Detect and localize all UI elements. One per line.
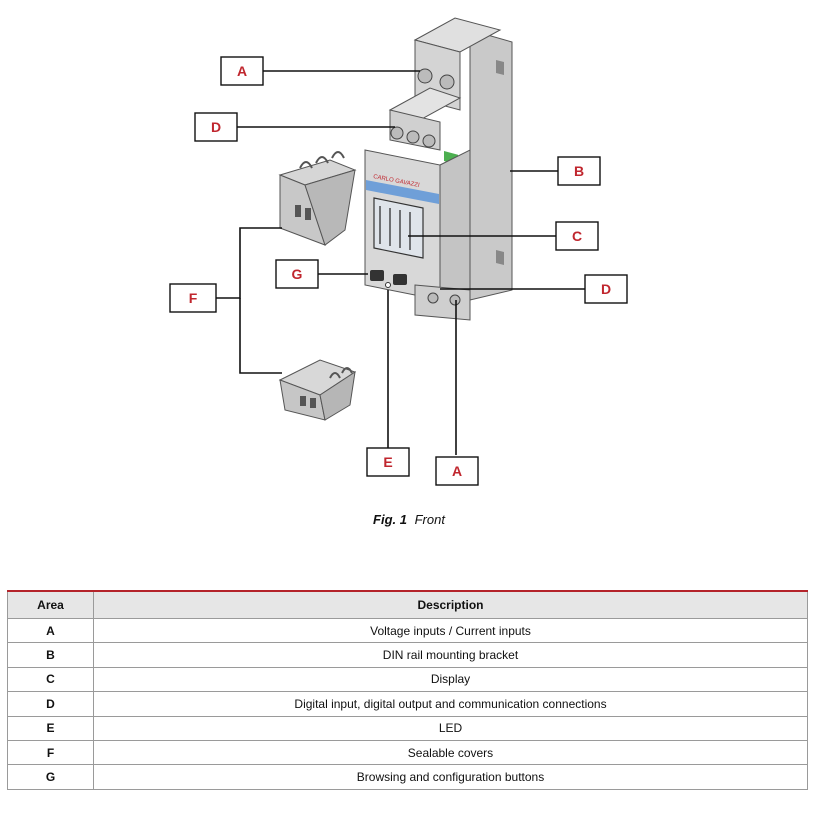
led (385, 282, 391, 288)
header-area: Area (7, 591, 94, 619)
callout-a-bottom: A (435, 456, 479, 486)
areas-table: Area Description A Voltage inputs / Curr… (7, 590, 808, 790)
figure-title: Front (414, 512, 445, 527)
row-area: G (7, 764, 94, 790)
figure-label: Fig. 1 (373, 512, 407, 527)
svg-text:B: B (574, 163, 584, 179)
callout-d-top: D (194, 112, 238, 142)
table-row: D Digital input, digital output and comm… (7, 691, 808, 717)
table-row: E LED (7, 715, 808, 741)
right-button (393, 274, 407, 285)
callout-b: B (557, 156, 601, 186)
callout-c: C (555, 221, 599, 251)
callout-g: G (275, 259, 319, 289)
callout-d-bottom: D (584, 274, 628, 304)
svg-text:G: G (292, 266, 303, 282)
row-description: LED (93, 715, 808, 741)
callout-f: F (169, 283, 217, 313)
row-area: A (7, 617, 94, 644)
table-row: B DIN rail mounting bracket (7, 642, 808, 668)
svg-text:A: A (237, 63, 247, 79)
energy-meter-illustration: CARLO GAVAZZI (364, 17, 513, 321)
row-description: Digital input, digital output and commun… (93, 691, 808, 717)
svg-text:E: E (383, 454, 392, 470)
row-area: F (7, 739, 94, 766)
svg-text:F: F (189, 290, 198, 306)
header-description: Description (93, 591, 808, 619)
row-description: DIN rail mounting bracket (93, 642, 808, 668)
row-description: Sealable covers (93, 739, 808, 766)
svg-text:C: C (572, 228, 582, 244)
svg-text:A: A (452, 463, 462, 479)
leader-lines (216, 70, 585, 455)
table-row: C Display (7, 666, 808, 693)
table-row: F Sealable covers (7, 739, 808, 766)
row-area: E (7, 715, 94, 741)
sealable-cover-bottom (278, 359, 357, 421)
row-area: C (7, 666, 94, 693)
callout-e: E (366, 447, 410, 477)
table-row: A Voltage inputs / Current inputs (7, 617, 808, 644)
table-row: G Browsing and configuration buttons (7, 764, 808, 790)
row-description: Voltage inputs / Current inputs (93, 617, 808, 644)
callout-a-top: A (220, 56, 264, 86)
table-header-row: Area Description (7, 591, 808, 619)
row-description: Display (93, 666, 808, 693)
sealable-cover-top (278, 151, 357, 246)
left-button (370, 270, 384, 281)
row-description: Browsing and configuration buttons (93, 764, 808, 790)
figure-caption: Fig. 1 Front (0, 512, 818, 527)
row-area: B (7, 642, 94, 668)
front-view-figure: CARLO GAVAZZI (169, 17, 628, 486)
row-area: D (7, 691, 94, 717)
svg-text:D: D (211, 119, 221, 135)
svg-text:D: D (601, 281, 611, 297)
